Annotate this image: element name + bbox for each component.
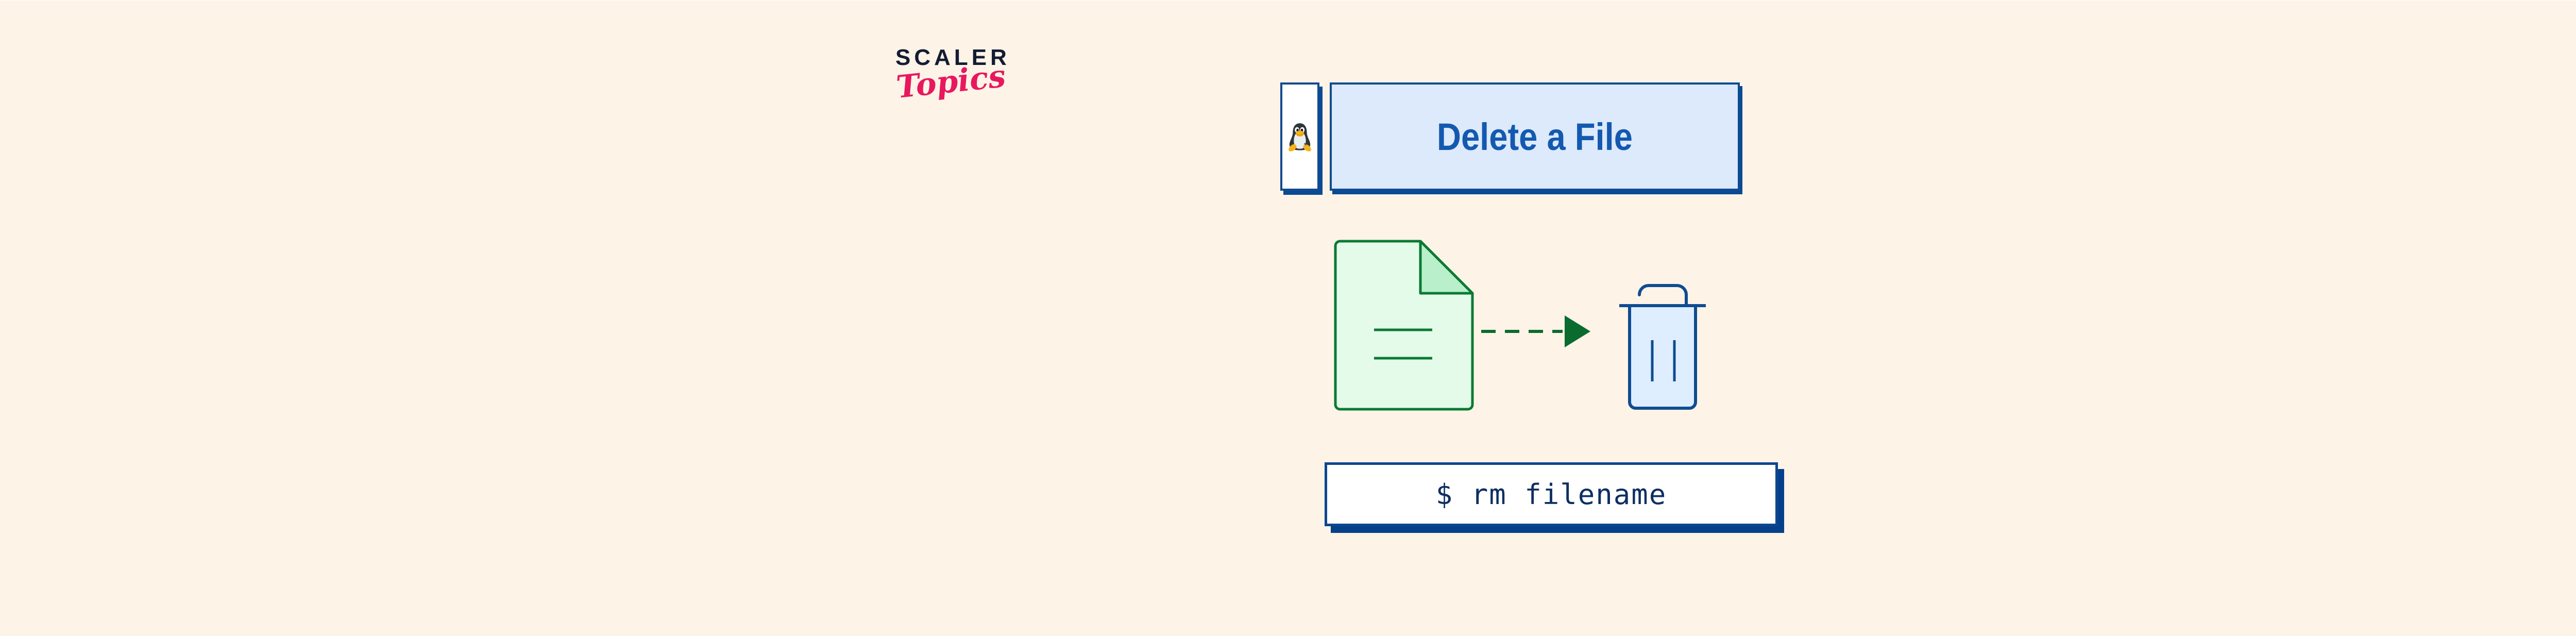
document-file-icon <box>1334 240 1474 411</box>
command-box[interactable]: $ rm filename <box>1325 462 1778 526</box>
scaler-topics-logo: SCALER Topics <box>894 45 1029 124</box>
brand-wordmark: SCALER <box>895 45 1010 70</box>
page-title: Delete a File <box>1436 115 1633 158</box>
title-panel: Delete a File <box>1330 82 1740 191</box>
dashed-arrow-right-icon <box>1481 315 1590 347</box>
header-row: Delete a File <box>1280 82 1740 191</box>
os-icon-card <box>1280 82 1319 191</box>
linux-tux-penguin-icon <box>1280 82 1319 191</box>
command-text: $ rm filename <box>1435 478 1667 511</box>
delete-file-illustration <box>1327 233 1780 424</box>
trash-can-icon <box>1619 284 1706 410</box>
title-card: Delete a File <box>1330 82 1740 191</box>
command-card: $ rm filename <box>1325 462 1784 533</box>
